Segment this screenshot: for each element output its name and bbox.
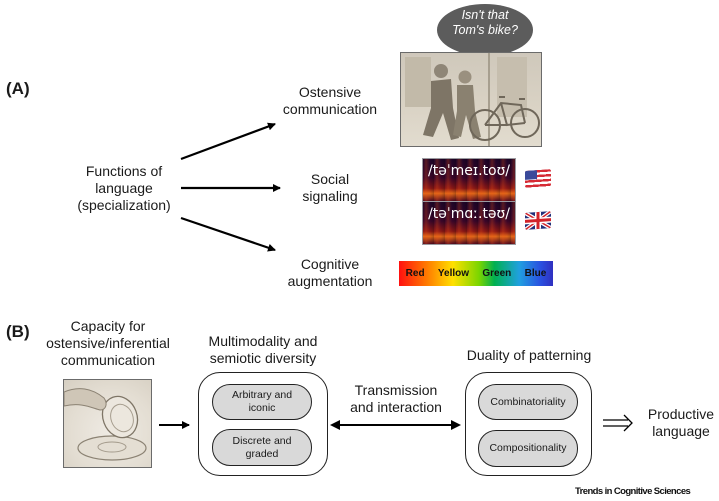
teacup-illustration (63, 379, 152, 468)
uk-flag-icon (525, 211, 551, 230)
color-word-yellow: Yellow (437, 268, 470, 279)
discrete-graded-pill: Discrete and graded (212, 429, 312, 466)
speech-bubble-text: Isn't that Tom's bike? (452, 8, 518, 37)
compositionality-pill: Compositionality (478, 430, 578, 467)
ostensive-communication-label: Ostensive communication (282, 84, 378, 117)
spectrogram-us: /təˈmeɪ.toʊ/ (422, 158, 516, 202)
color-word-green: Green (482, 268, 512, 279)
color-spectrum-bar: Red Yellow Green Blue (399, 261, 553, 286)
arrow-to-ostensive (180, 122, 276, 161)
capacity-title: Capacity for ostensive/inferential commu… (46, 318, 170, 368)
combinatoriality-pill: Combinatoriality (478, 384, 578, 420)
arrow-to-cognitive (180, 216, 276, 252)
journal-credit: Trends in Cognitive Sciences (575, 486, 691, 497)
ipa-us: /təˈmeɪ.toʊ/ (428, 163, 510, 179)
multimodality-title: Multimodality and semiotic diversity (208, 333, 318, 366)
double-implies-arrow (603, 414, 633, 432)
functions-of-language-label: Functions of language (specialization) (77, 163, 171, 213)
teacup-sketch (64, 388, 147, 461)
arbitrary-iconic-pill: Arbitrary and iconic (212, 384, 312, 420)
panel-a-label: (A) (6, 79, 30, 98)
panel-b-label: (B) (6, 322, 30, 341)
color-word-blue: Blue (524, 268, 547, 279)
bike-sketch (405, 53, 540, 146)
ipa-uk: /təˈmɑː.təʊ/ (428, 206, 510, 222)
cognitive-augmentation-label: Cognitive augmentation (287, 256, 373, 289)
bike-illustration (400, 52, 542, 147)
social-signaling-label: Social signaling (302, 171, 358, 204)
color-word-red: Red (405, 268, 425, 279)
us-flag-icon (525, 169, 551, 188)
productive-language-label: Productive language (647, 406, 715, 439)
transmission-label: Transmission and interaction (350, 382, 442, 415)
spectrogram-uk: /təˈmɑː.təʊ/ (422, 201, 516, 245)
duality-title: Duality of patterning (466, 347, 592, 363)
